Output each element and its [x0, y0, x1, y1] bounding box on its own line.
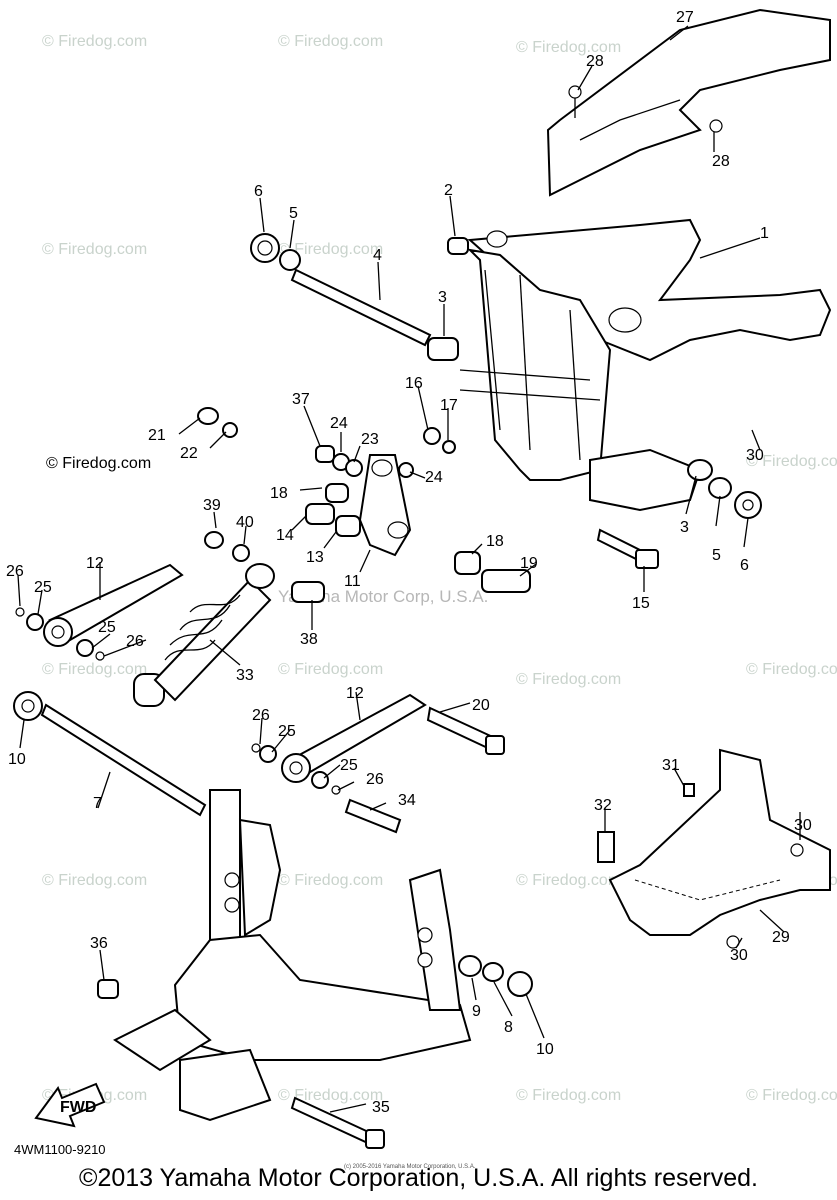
callout: 23	[361, 431, 379, 448]
copyright: ©2013 Yamaha Motor Corporation, U.S.A. A…	[79, 1164, 758, 1192]
frame	[97, 789, 533, 1149]
callout: 36	[90, 935, 108, 952]
callout: 18	[486, 533, 504, 550]
callout: 18	[270, 485, 288, 502]
callout: 39	[203, 497, 221, 514]
relay-bushings	[197, 407, 659, 593]
callout: 6	[740, 557, 749, 574]
firedog-label: © Firedog.com	[46, 455, 152, 472]
leader-lines	[17, 25, 801, 1113]
callout: 40	[236, 514, 254, 531]
callout: 30	[730, 947, 748, 964]
fwd-arrow: FWD	[34, 1082, 106, 1128]
callout: 9	[472, 1003, 481, 1020]
fwd-label: FWD	[60, 1099, 96, 1116]
watermark: © Firedog.com	[42, 241, 147, 258]
callout: 10	[536, 1041, 554, 1058]
watermark: © Firedog.com	[278, 872, 383, 889]
callout: 26	[6, 563, 24, 580]
watermark: © Firedog.com	[516, 671, 621, 688]
watermark: © Firedog.com	[42, 661, 147, 678]
callout: 7	[93, 795, 102, 812]
callout: 31	[662, 757, 680, 774]
callout: 15	[632, 595, 650, 612]
callout: 12	[86, 555, 104, 572]
relay-arms	[15, 563, 505, 834]
callout: 28	[712, 153, 730, 170]
callout: 32	[594, 797, 612, 814]
diagram-code: 4WM1100-9210	[14, 1142, 106, 1157]
callout: 37	[292, 391, 310, 408]
callout: 34	[398, 792, 416, 809]
callout: 12	[346, 685, 364, 702]
watermark: © Firedog.com	[516, 872, 621, 889]
watermark: © Firedog.com	[516, 1087, 621, 1104]
watermark: © Firedog.com	[278, 661, 383, 678]
callout: 24	[330, 415, 348, 432]
watermark: © Firedog.com	[746, 453, 837, 470]
callout: 6	[254, 183, 263, 200]
callout: 4	[373, 247, 382, 264]
callout: 25	[98, 619, 116, 636]
chain-guard	[546, 8, 831, 197]
callout: 13	[306, 549, 324, 566]
callout: 25	[278, 723, 296, 740]
callout: 1	[760, 225, 769, 242]
callout: 27	[676, 9, 694, 26]
callout: 29	[772, 929, 790, 946]
swingarm	[459, 218, 832, 512]
watermark: © Firedog.com	[278, 241, 383, 258]
callout: 38	[300, 631, 318, 648]
callouts: 27 28 28 6 5 4 2 1 3 37 24 23 16 17 21 2…	[6, 9, 812, 1116]
callout: 25	[340, 757, 358, 774]
callout: 20	[472, 697, 490, 714]
callout: 26	[252, 707, 270, 724]
watermark: © Firedog.com	[42, 872, 147, 889]
callout: 28	[586, 53, 604, 70]
callout: 3	[680, 519, 689, 536]
callout: 25	[34, 579, 52, 596]
callout: 19	[520, 555, 538, 572]
callout: 26	[366, 771, 384, 788]
callout: 24	[425, 469, 443, 486]
watermark: © Firedog.com	[516, 39, 621, 56]
watermark: © Firedog.com	[746, 661, 837, 678]
callout: 17	[440, 397, 458, 414]
callout: 11	[344, 573, 361, 590]
watermark: © Firedog.com	[278, 33, 383, 50]
callout: 2	[444, 182, 453, 199]
callout: 14	[276, 527, 294, 544]
callout: 8	[504, 1019, 513, 1036]
callout: 35	[372, 1099, 390, 1116]
long-shaft	[13, 691, 207, 817]
shock-absorber	[133, 531, 325, 707]
callout: 5	[289, 205, 298, 222]
callout: 10	[8, 751, 26, 768]
watermark: © Firedog.com	[278, 1087, 383, 1104]
watermark: © Firedog.com	[42, 33, 147, 50]
callout: 22	[180, 445, 198, 462]
callout: 21	[148, 427, 166, 444]
callout: 30	[794, 817, 812, 834]
callout: 3	[438, 289, 447, 306]
callout: 30	[746, 447, 764, 464]
lower-cover	[597, 748, 831, 949]
callout: 16	[405, 375, 423, 392]
watermark-center: Yamaha Motor Corp, U.S.A.	[278, 587, 488, 606]
pivot-shaft	[250, 233, 762, 519]
tiny-note: (c) 2005-2016 Yamaha Motor Corporation, …	[344, 1164, 476, 1170]
callout: 33	[236, 667, 254, 684]
watermark: © Firedog.com	[746, 1087, 837, 1104]
callout: 26	[126, 633, 144, 650]
callout: 5	[712, 547, 721, 564]
